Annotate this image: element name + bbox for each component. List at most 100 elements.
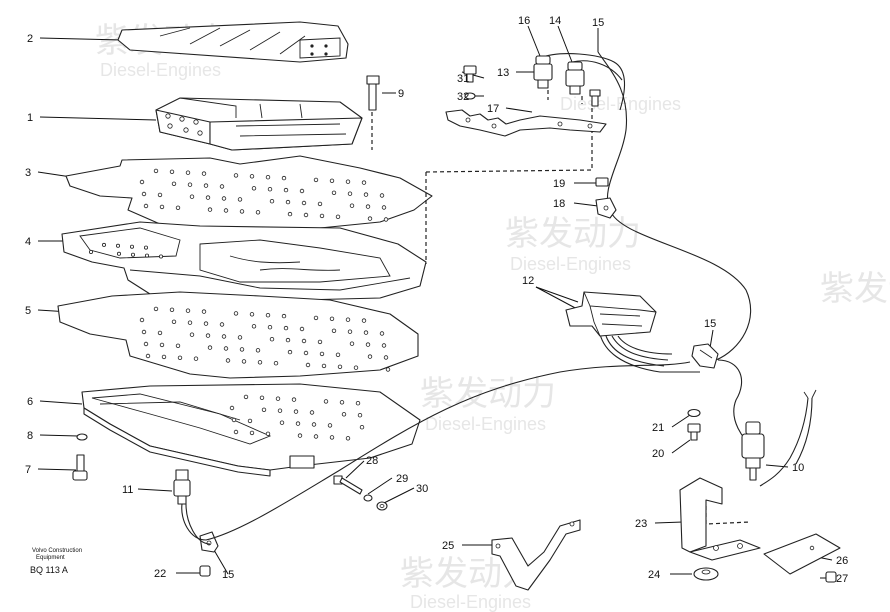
- plate-hole: [317, 339, 323, 345]
- plate-hole: [269, 337, 275, 342]
- plate-hole: [267, 325, 273, 330]
- plate-hole: [141, 191, 147, 197]
- screw-part-7: [72, 454, 88, 481]
- plate-hole: [267, 186, 273, 192]
- plate-hole: [299, 326, 305, 332]
- plate-hole: [341, 412, 347, 417]
- plate-hole: [285, 199, 291, 205]
- plate-hole: [201, 171, 207, 176]
- washer-part-21: [687, 408, 701, 418]
- plate-hole: [355, 401, 361, 406]
- screw-part-28: [333, 475, 363, 495]
- cover-part-2: [117, 21, 349, 63]
- label-15: 15: [704, 318, 716, 330]
- plate-hole: [345, 317, 351, 322]
- housing-part-4: [61, 221, 427, 303]
- nut-part-30: [376, 501, 388, 511]
- plate-hole: [102, 242, 107, 247]
- plate-hole: [313, 315, 319, 321]
- plate-hole: [185, 308, 191, 313]
- plate-hole: [157, 192, 163, 198]
- bolt-part-9: [366, 75, 380, 111]
- label-27: 27: [836, 573, 848, 585]
- plate-hole: [319, 213, 325, 219]
- plate-hole: [297, 433, 303, 438]
- plate-hole: [265, 174, 271, 180]
- plate-hole: [141, 329, 147, 335]
- plate-hole: [169, 307, 175, 312]
- watermark-en: Diesel-Engines: [560, 94, 681, 114]
- plate-hole: [303, 212, 309, 218]
- plate-hole: [379, 193, 385, 198]
- bracket-part-23: [679, 477, 761, 561]
- label-15: 15: [222, 569, 234, 581]
- label-7: 7: [25, 464, 31, 476]
- bracket-part-25: [491, 519, 581, 591]
- plate-hole: [353, 365, 359, 370]
- plate-hole: [311, 422, 317, 427]
- plate-hole: [185, 170, 191, 175]
- plate-hole: [177, 355, 183, 360]
- plate-hole: [365, 204, 371, 209]
- label-14: 14: [549, 15, 561, 27]
- watermark-en: Diesel-Engines: [100, 60, 221, 80]
- part-labels: 2 1 3 4 5 6 8 7 9 11 28 29 30 12 13 16 1…: [25, 15, 848, 585]
- label-12: 12: [522, 275, 534, 287]
- bracket-part-17: [445, 109, 607, 137]
- plate-hole: [313, 177, 319, 183]
- plate-hole: [221, 196, 227, 201]
- plate-hole: [171, 319, 177, 324]
- plate-hole: [116, 243, 121, 248]
- plate-hole: [323, 399, 329, 404]
- screw-part-17b: [589, 89, 601, 107]
- label-4: 4: [25, 236, 31, 248]
- plate-hole: [259, 395, 265, 400]
- plate-hole: [231, 417, 237, 423]
- watermark-en: Diesel-Engines: [410, 592, 531, 612]
- plate-hole: [193, 356, 199, 361]
- plate-hole: [317, 201, 323, 207]
- plate-hole: [347, 329, 353, 334]
- plate-hole: [171, 181, 177, 186]
- label-1: 1: [27, 112, 33, 124]
- watermark-en: Diesel-Engines: [425, 414, 546, 434]
- plate-hole: [221, 334, 227, 339]
- footer-code: BQ 113 A: [30, 565, 68, 575]
- label-18: 18: [553, 198, 565, 210]
- gasket-part-5: [57, 291, 419, 379]
- plate-hole: [145, 353, 151, 359]
- plate-hole: [189, 194, 195, 199]
- plate-hole: [239, 209, 245, 214]
- plate-hole: [329, 316, 335, 321]
- plate-hole: [157, 330, 163, 336]
- plate-hole: [357, 413, 363, 418]
- plate-hole: [175, 343, 181, 348]
- plate-hole: [205, 195, 211, 200]
- plate-hole: [233, 429, 239, 435]
- plate-hole: [159, 342, 165, 348]
- label-22: 22: [154, 568, 166, 580]
- plate-hole: [243, 394, 249, 400]
- plate-hole: [359, 425, 365, 430]
- connector-part-12: [565, 291, 657, 337]
- plate-hole: [293, 409, 299, 414]
- clip-part-18: [595, 197, 617, 219]
- plate-hole: [335, 352, 341, 357]
- plate-hole: [331, 190, 337, 195]
- plate-hole: [187, 320, 193, 325]
- plate-part-26: [763, 533, 841, 575]
- plate-hole: [255, 348, 261, 353]
- plate-hole: [225, 358, 231, 363]
- plate-hole: [159, 204, 165, 210]
- plate-hole: [153, 168, 159, 174]
- plate-hole: [261, 407, 267, 412]
- label-20: 20: [652, 448, 664, 460]
- plate-hole: [130, 252, 135, 257]
- nut-part-19: [595, 177, 609, 187]
- plate-hole: [161, 354, 167, 360]
- plate-hole: [249, 174, 255, 179]
- plate-hole: [223, 346, 229, 351]
- plate-hole: [285, 337, 291, 343]
- label-26: 26: [836, 555, 848, 567]
